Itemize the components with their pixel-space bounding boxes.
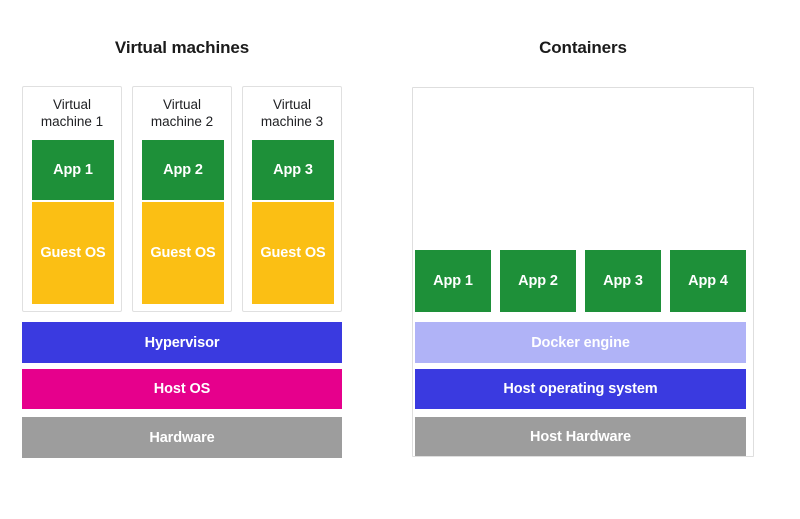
virtual-machines-title: Virtual machines <box>114 38 250 57</box>
host-operating-system-bar: Host operating system <box>415 369 746 409</box>
vm-card-label-1-line1: Virtual <box>52 97 92 112</box>
docker-engine-bar: Docker engine <box>415 322 746 363</box>
vm-card-label-1-line2: machine 1 <box>40 114 104 129</box>
host-os-bar: Host OS <box>22 369 342 409</box>
vm-card-label-2: Virtual machine 2 <box>133 96 231 130</box>
container-app-box-3: App 3 <box>585 250 661 312</box>
vm-app-box-1: App 1 <box>32 140 114 200</box>
container-app-box-1: App 1 <box>415 250 491 312</box>
vm-card-label-2-line2: machine 2 <box>150 114 214 129</box>
vm-guest-os-box-1: Guest OS <box>32 202 114 304</box>
containers-title: Containers <box>539 38 627 57</box>
hypervisor-bar: Hypervisor <box>22 322 342 363</box>
container-app-box-2: App 2 <box>500 250 576 312</box>
hardware-bar: Hardware <box>22 417 342 458</box>
virtual-machine-card-2: Virtual machine 2 App 2 Guest OS <box>132 86 232 312</box>
vm-card-label-3: Virtual machine 3 <box>243 96 341 130</box>
vm-card-label-3-line1: Virtual <box>272 97 312 112</box>
container-app-box-4: App 4 <box>670 250 746 312</box>
vm-guest-os-box-2: Guest OS <box>142 202 224 304</box>
virtual-machine-card-1: Virtual machine 1 App 1 Guest OS <box>22 86 122 312</box>
vm-card-label-1: Virtual machine 1 <box>23 96 121 130</box>
vm-card-label-2-line1: Virtual <box>162 97 202 112</box>
host-hardware-bar: Host Hardware <box>415 417 746 456</box>
vm-app-box-3: App 3 <box>252 140 334 200</box>
vm-card-label-3-line2: machine 3 <box>260 114 324 129</box>
vm-app-box-2: App 2 <box>142 140 224 200</box>
vm-guest-os-box-3: Guest OS <box>252 202 334 304</box>
virtual-machine-card-3: Virtual machine 3 App 3 Guest OS <box>242 86 342 312</box>
